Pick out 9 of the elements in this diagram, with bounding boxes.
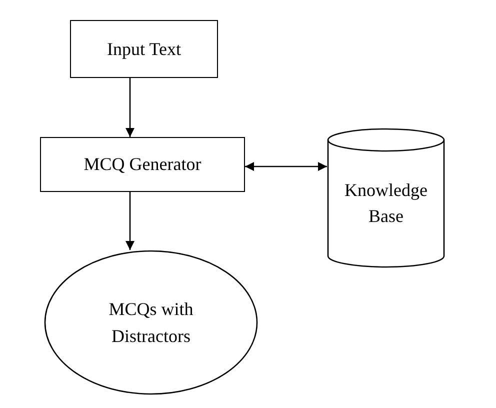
node-label: Input Text <box>107 38 181 61</box>
arrow <box>126 78 134 137</box>
arrow <box>245 162 327 171</box>
node-label: Knowledge Base <box>344 178 428 228</box>
process-box <box>70 20 218 78</box>
process-box <box>40 137 245 192</box>
node-label: MCQs with Distractors <box>108 298 194 348</box>
arrow <box>126 192 134 250</box>
node-label: MCQ Generator <box>84 153 202 176</box>
